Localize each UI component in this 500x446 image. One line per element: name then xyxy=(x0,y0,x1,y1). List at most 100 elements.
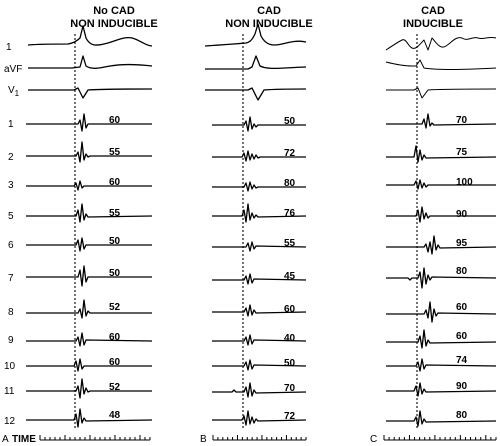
panel-c-heading-line-1: CAD xyxy=(421,5,445,17)
lead-label-avf: aVF xyxy=(4,64,22,75)
site-label: 2 xyxy=(8,152,14,163)
electrogram-trace xyxy=(386,358,497,372)
panel-b-time-ticks xyxy=(212,435,307,440)
site-label: 6 xyxy=(8,240,14,251)
electrogram-trace xyxy=(386,206,496,223)
electrogram-value: 70 xyxy=(456,115,468,126)
electrogram-value: 60 xyxy=(109,357,121,368)
electrogram-trace xyxy=(386,113,497,129)
electrogram-value: 60 xyxy=(456,331,468,342)
site-label: 10 xyxy=(4,361,16,372)
electrogram-trace xyxy=(26,265,152,287)
electrogram-value: 50 xyxy=(109,236,121,247)
electrogram-trace xyxy=(386,267,497,289)
electrogram-value: 90 xyxy=(456,381,468,392)
electrogram-trace xyxy=(212,410,307,426)
electrogram-trace xyxy=(26,141,152,163)
site-label: 12 xyxy=(4,416,16,427)
electrogram-value: 45 xyxy=(284,271,296,282)
panel-c-electrograms xyxy=(386,113,497,427)
lead-label-v1-sub: 1 xyxy=(15,89,20,98)
electrogram-trace xyxy=(386,329,497,349)
electrogram-trace xyxy=(386,301,497,323)
electrogram-value: 60 xyxy=(284,304,296,315)
site-label: 7 xyxy=(8,273,14,284)
electrogram-value: 50 xyxy=(284,358,296,369)
surface-trace-lead-1 xyxy=(385,36,497,51)
electrogram-trace xyxy=(26,180,152,191)
site-label: 11 xyxy=(4,386,15,397)
electrogram-value: 55 xyxy=(284,238,296,249)
electrogram-trace xyxy=(386,410,497,427)
electrogram-value: 60 xyxy=(456,302,468,313)
site-label: 9 xyxy=(8,335,14,346)
electrogram-value: 60 xyxy=(109,177,121,188)
panel-b-heading-line-1: CAD xyxy=(257,5,281,17)
electrogram-value: 74 xyxy=(456,355,468,366)
electrogram-value: 90 xyxy=(456,209,468,220)
surface-trace-avf xyxy=(205,55,307,70)
electrogram-trace xyxy=(386,382,497,397)
panel-a-heading-line-1: No CAD xyxy=(93,5,135,17)
panel-a-heading-line-2: NON INDUCIBLE xyxy=(70,18,157,30)
electrogram-trace xyxy=(212,334,307,346)
panel-b-heading-line-2: NON INDUCIBLE xyxy=(225,18,312,30)
electrogram-value: 52 xyxy=(109,302,121,313)
panel-c-heading-line-2: INDUCIBLE xyxy=(403,18,463,30)
electrogram-trace xyxy=(26,203,153,223)
electrogram-value: 75 xyxy=(456,147,468,158)
electrogram-value: 55 xyxy=(109,208,121,219)
electrogram-value: 80 xyxy=(456,410,468,421)
electrogram-value: 100 xyxy=(456,177,473,188)
surface-trace-avf xyxy=(28,55,153,69)
surface-trace-lead-1 xyxy=(204,23,307,47)
electrogram-value: 60 xyxy=(109,332,121,343)
electrogram-trace xyxy=(386,235,497,255)
electrogram-value: 50 xyxy=(109,268,121,279)
electrogram-trace xyxy=(212,273,307,285)
electrogram-value: 76 xyxy=(284,208,296,219)
site-label: 3 xyxy=(8,180,14,191)
panel-a-values: 60 55 60 55 50 50 52 60 60 52 48 xyxy=(109,115,121,421)
panel-a-electrograms xyxy=(26,113,153,428)
lead-label-v1: V1 xyxy=(8,85,20,98)
electrogram-value: 80 xyxy=(284,178,296,189)
electrogram-value: 72 xyxy=(284,411,296,422)
electrogram-value: 50 xyxy=(284,116,296,127)
panel-a-letter: A xyxy=(2,434,9,445)
panel-c-time-ticks xyxy=(383,435,497,440)
electrogram-trace xyxy=(212,359,307,371)
panel-b-letter: B xyxy=(200,434,207,445)
electrogram-trace xyxy=(26,378,152,399)
electrogram-trace xyxy=(386,179,496,190)
electrogram-value: 72 xyxy=(284,148,296,159)
site-label: 1 xyxy=(8,119,14,130)
electrogram-trace xyxy=(212,241,307,252)
electrogram-trace xyxy=(386,145,497,163)
electrogram-trace xyxy=(26,237,152,252)
electrogram-value: 95 xyxy=(456,238,468,249)
electrogram-value: 40 xyxy=(284,333,296,344)
electrogram-value: 48 xyxy=(109,410,121,421)
electrogram-trace xyxy=(212,181,306,192)
electrogram-trace xyxy=(26,299,152,319)
panel-c: CAD INDUCIBLE 70 75 100 90 95 80 60 60 xyxy=(370,5,497,445)
panel-a-time-ticks xyxy=(39,435,151,440)
panel-b-electrograms xyxy=(212,116,307,426)
surface-trace-lead-1 xyxy=(27,25,153,47)
electrogram-trace xyxy=(26,113,152,132)
electrogram-value: 55 xyxy=(109,147,121,158)
site-label: 5 xyxy=(8,211,14,222)
surface-trace-avf xyxy=(385,59,497,70)
panel-c-letter: C xyxy=(370,434,377,445)
electrogram-trace xyxy=(26,332,153,347)
electrogram-trace xyxy=(212,382,307,398)
electrogram-value: 70 xyxy=(284,383,296,394)
electrogram-trace xyxy=(212,116,306,132)
electrogram-value: 52 xyxy=(109,382,121,393)
surface-trace-v1 xyxy=(28,87,153,99)
electrogram-trace xyxy=(212,304,307,317)
panel-b-values: 50 72 80 76 55 45 60 40 50 70 72 xyxy=(284,116,296,422)
surface-trace-v1 xyxy=(386,87,497,99)
